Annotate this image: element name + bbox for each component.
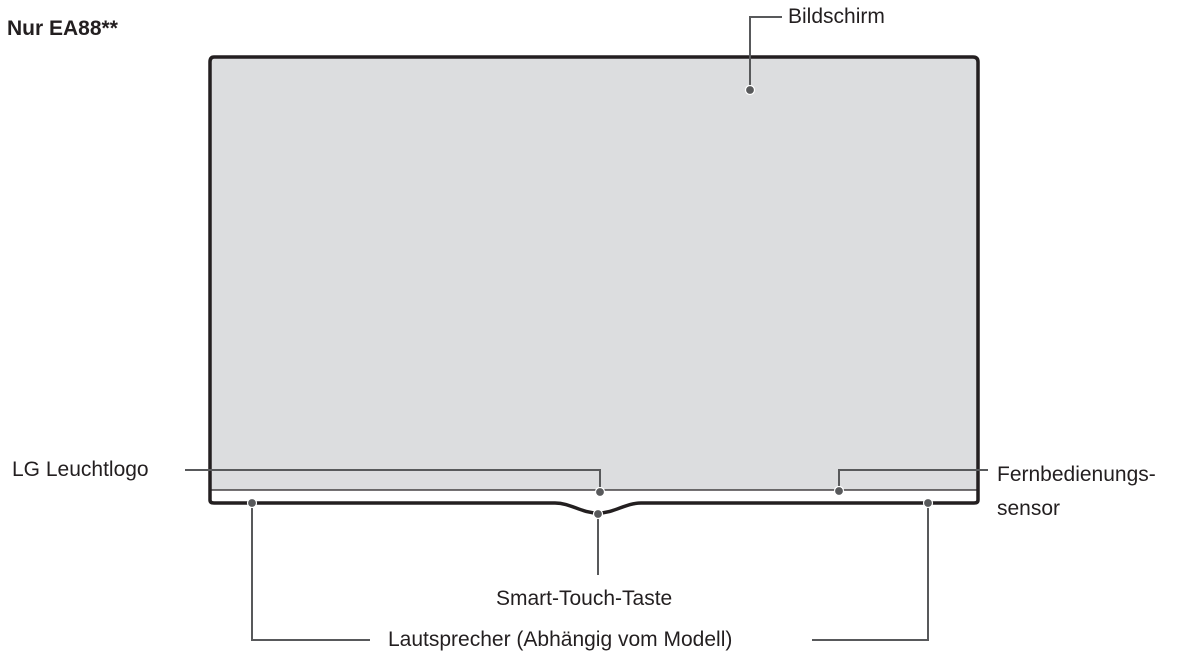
speaker-left-leader-line [251, 503, 370, 641]
diagram-title: Nur EA88** [7, 17, 118, 40]
speaker-label: Lautsprecher (Abhängig vom Modell) [388, 628, 733, 651]
smart-touch-dot [592, 508, 604, 520]
lg-logo-dot [594, 486, 606, 498]
tv-screen [210, 57, 978, 490]
smart-touch-label: Smart-Touch-Taste [496, 587, 673, 610]
screen-label: Bildschirm [788, 5, 885, 28]
screen-leader-line [749, 16, 782, 90]
remote-sensor-leader-line [838, 469, 988, 491]
tv-bottom-bezel [210, 490, 978, 513]
remote-sensor-label-line2: sensor [997, 497, 1061, 520]
speaker-right-dot [922, 497, 934, 509]
lg-logo-leader-line [185, 469, 601, 492]
speaker-right-leader-line [812, 503, 929, 641]
remote-sensor-dot [833, 485, 845, 497]
lg-logo-label: LG Leuchtlogo [12, 458, 149, 481]
remote-sensor-label-line1: Fernbedienungs- [997, 463, 1156, 486]
screen-dot [744, 84, 756, 96]
remote-sensor-label: Fernbedienungs- sensor [997, 458, 1156, 526]
speaker-left-dot [246, 497, 258, 509]
